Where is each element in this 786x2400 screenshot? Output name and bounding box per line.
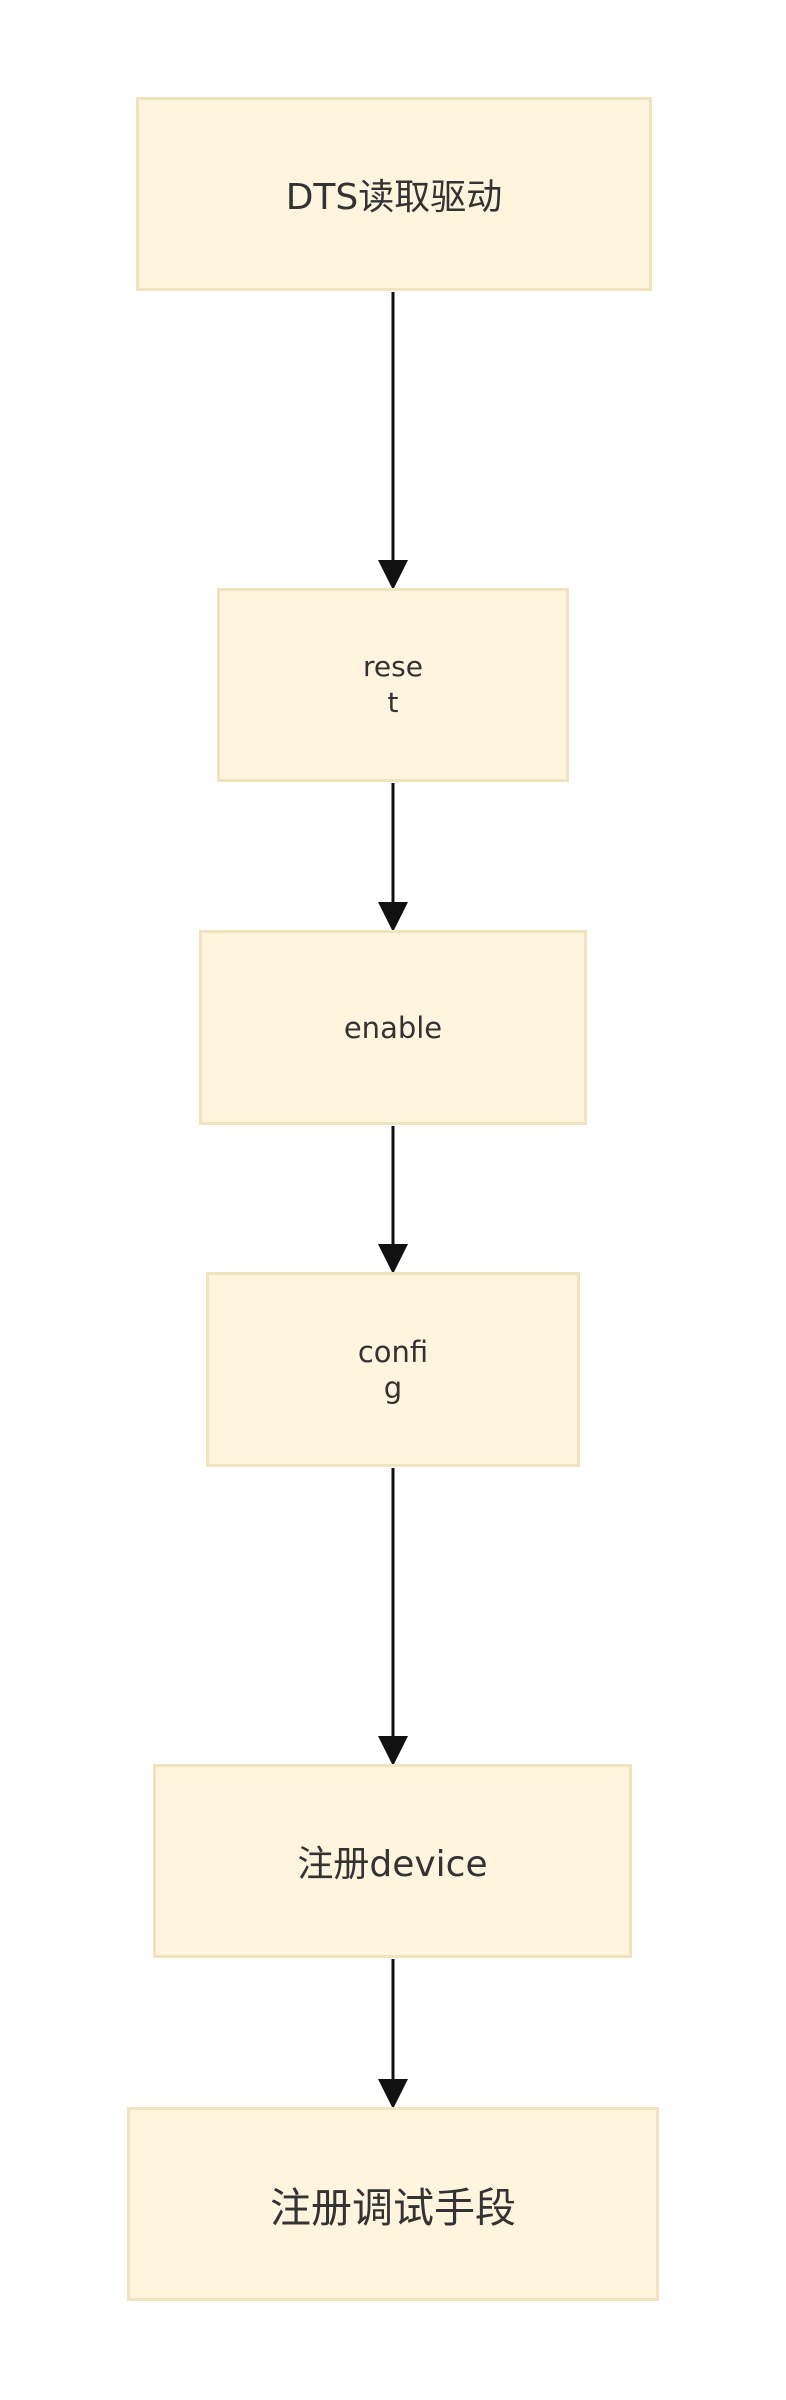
node-register-device: 注册device — [153, 1764, 632, 1958]
node-config: confi g — [206, 1272, 580, 1467]
node-label: confi g — [357, 1334, 429, 1405]
node-dts-read-driver: DTS读取驱动 — [136, 97, 652, 291]
node-label: DTS读取驱动 — [285, 177, 503, 218]
node-label: 注册device — [297, 1844, 488, 1885]
node-enable: enable — [199, 930, 587, 1125]
node-reset: rese t — [217, 588, 569, 782]
node-label: enable — [343, 1010, 443, 1045]
node-label: 注册调试手段 — [270, 2184, 516, 2232]
node-register-debug-means: 注册调试手段 — [127, 2107, 659, 2301]
node-label: rese t — [363, 650, 423, 719]
